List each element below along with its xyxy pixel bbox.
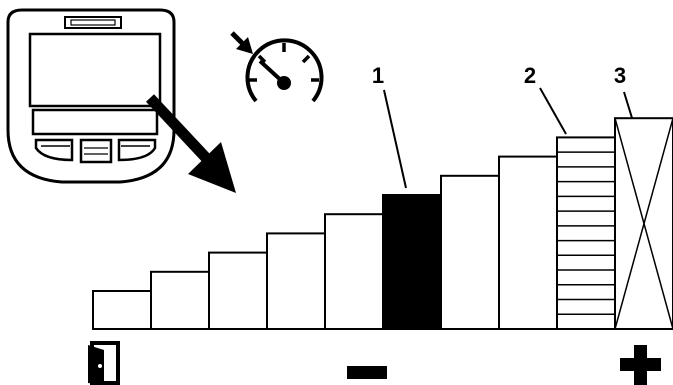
left-button <box>34 138 74 162</box>
bar-level-1 <box>92 290 152 330</box>
callout-2: 2 <box>524 63 536 88</box>
callout-leaders <box>383 87 633 189</box>
bar-level-4 <box>266 232 326 330</box>
bar-level-6 <box>382 194 442 330</box>
center-button <box>79 138 113 164</box>
bar-level-8 <box>498 155 558 330</box>
plus-icon <box>620 345 661 385</box>
bar-level-9 <box>556 136 616 330</box>
speedometer-icon <box>230 31 324 103</box>
minus-icon <box>347 366 387 379</box>
pointer-arrow <box>145 94 236 193</box>
bar-level-5 <box>324 213 384 330</box>
right-button <box>117 138 157 162</box>
bar-level-7 <box>440 174 500 330</box>
door-icon <box>88 341 120 385</box>
bar-level-10 <box>614 117 673 330</box>
bar-scale <box>92 117 673 331</box>
display-unit-icon <box>6 8 176 184</box>
bar-level-2 <box>150 270 210 330</box>
callout-1: 1 <box>372 63 384 88</box>
callout-3: 3 <box>614 63 626 88</box>
bar-level-3 <box>208 251 268 331</box>
